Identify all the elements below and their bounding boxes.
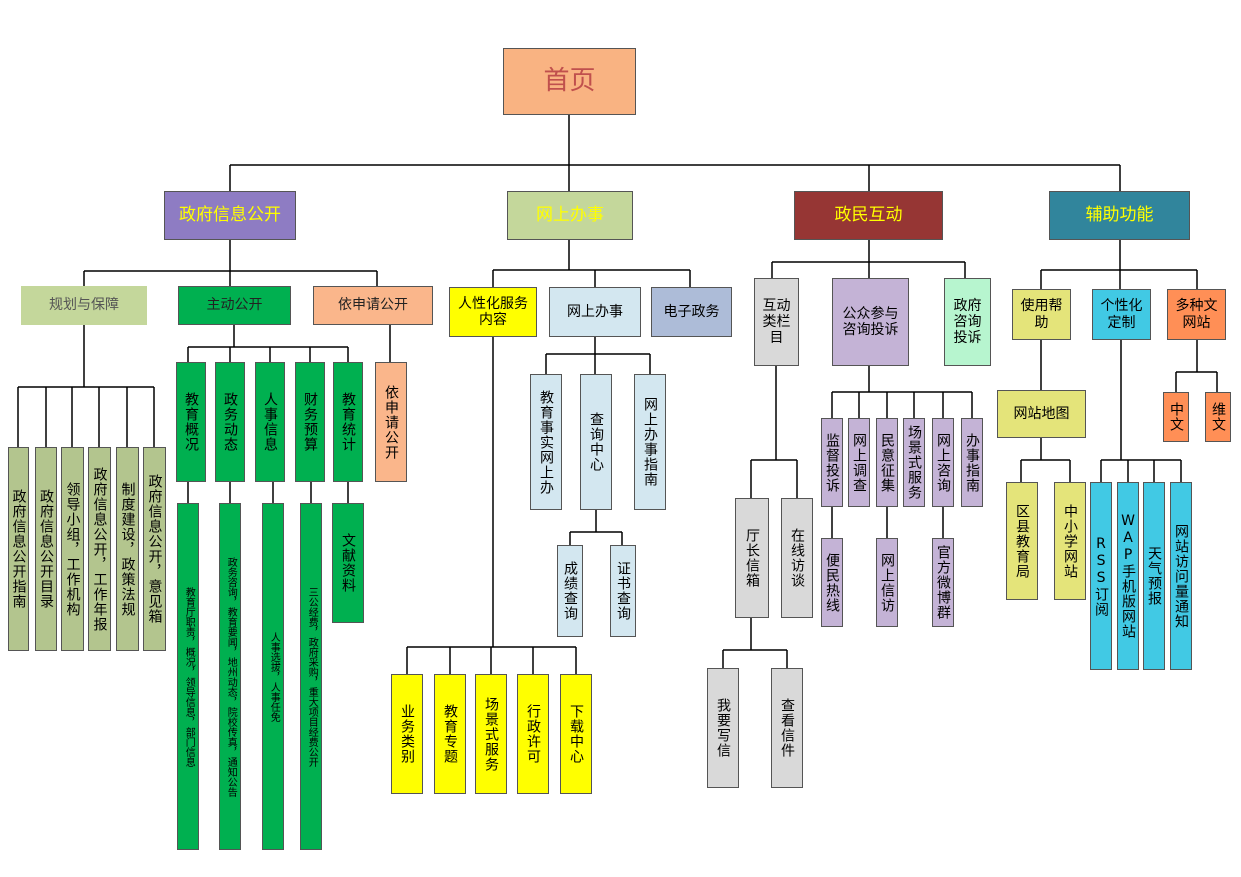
node-plan-3: 领导小组，工作机构 — [61, 447, 84, 651]
node-plan-6: 政府信息公开，意见箱 — [143, 447, 166, 651]
node-map-2: 中小学网站 — [1054, 482, 1086, 600]
node-cus-3: 天气预报 — [1143, 482, 1165, 670]
node-plan-2: 政府信息公开目录 — [35, 447, 57, 651]
node-col-2: 在线访谈 — [781, 498, 813, 618]
node-act-2: 政务动态 — [215, 362, 245, 482]
node-pub-1: 监督投诉 — [821, 418, 843, 507]
node-col-1: 厅长信箱 — [735, 498, 769, 618]
node-mail-1: 我要写信 — [707, 668, 739, 788]
node-act-2-sub: 政务咨询，教育要闻，地州动态，院校传真，通知公告 — [219, 503, 241, 850]
root-node: 首页 — [503, 48, 636, 115]
node-multi: 多种文网站 — [1167, 289, 1226, 340]
node-auxiliary: 辅助功能 — [1049, 191, 1190, 240]
node-pers-2: 教育专题 — [434, 674, 466, 794]
node-pers-5: 下载中心 — [560, 674, 592, 794]
node-pub-1-sub: 便民热线 — [821, 538, 843, 627]
node-plan: 规划与保障 — [21, 286, 147, 325]
node-query-1: 成绩查询 — [557, 545, 583, 637]
node-gov-info: 政府信息公开 — [164, 191, 296, 240]
node-pub-3-sub: 网上信访 — [876, 538, 898, 627]
node-ol-1: 教育事实网上办 — [530, 374, 562, 510]
node-sitemap: 网站地图 — [997, 390, 1086, 438]
node-help: 使用帮助 — [1012, 289, 1071, 340]
node-apply: 依申请公开 — [313, 286, 433, 325]
node-plan-1: 政府信息公开指南 — [8, 447, 29, 651]
node-consult: 政府咨询投诉 — [944, 278, 991, 366]
node-act-5: 教育统计 — [333, 362, 363, 482]
node-cus-2: WAP手机版网站 — [1117, 482, 1139, 670]
node-plan-5: 制度建设，政策法规 — [116, 447, 139, 651]
node-column: 互动类栏目 — [754, 278, 799, 366]
node-apply-1: 依申请公开 — [375, 362, 407, 482]
node-act-1-sub: 教育厅职责，概况，领导信息，部门信息 — [177, 503, 199, 850]
node-custom: 个性化定制 — [1092, 289, 1151, 340]
node-pub-5-sub: 官方微博群 — [932, 538, 954, 627]
node-egov: 电子政务 — [651, 287, 732, 337]
node-online-service: 网上办事 — [507, 191, 633, 240]
node-act-3-sub: 人事选拔，人事任免 — [262, 503, 284, 850]
node-online-sub: 网上办事 — [549, 287, 641, 337]
node-map-1: 区县教育局 — [1006, 482, 1038, 600]
node-cus-1: RSS订阅 — [1090, 482, 1112, 670]
node-cus-4: 网站访问量通知 — [1170, 482, 1192, 670]
node-act-5-sub: 文献资料 — [332, 503, 364, 623]
node-plan-4: 政府信息公开，工作年报 — [88, 447, 111, 651]
node-pub-2: 网上调查 — [848, 418, 870, 507]
node-lang-2: 维文 — [1205, 392, 1231, 442]
node-act-1: 教育概况 — [176, 362, 206, 482]
node-pers-4: 行政许可 — [517, 674, 549, 794]
node-pub-3: 民意征集 — [876, 418, 898, 507]
node-active: 主动公开 — [178, 286, 291, 325]
node-pub-4: 场景式服务 — [903, 418, 925, 507]
node-pub-5: 网上咨询 — [932, 418, 954, 507]
node-query-2: 证书查询 — [610, 545, 636, 637]
node-act-3: 人事信息 — [255, 362, 285, 482]
node-personal: 人性化服务内容 — [449, 287, 537, 337]
node-pub-6: 办事指南 — [961, 418, 983, 507]
node-act-4-sub: 三公经费，政府采购，重大项目经费公开 — [300, 503, 322, 850]
node-lang-1: 中文 — [1163, 392, 1189, 442]
node-pers-3: 场景式服务 — [475, 674, 507, 794]
node-mail-2: 查看信件 — [771, 668, 803, 788]
node-ol-3: 网上办事指南 — [634, 374, 666, 510]
node-ol-2: 查询中心 — [580, 374, 612, 510]
node-interaction: 政民互动 — [794, 191, 943, 240]
node-public: 公众参与咨询投诉 — [832, 278, 909, 366]
node-act-4: 财务预算 — [295, 362, 325, 482]
node-pers-1: 业务类别 — [391, 674, 423, 794]
